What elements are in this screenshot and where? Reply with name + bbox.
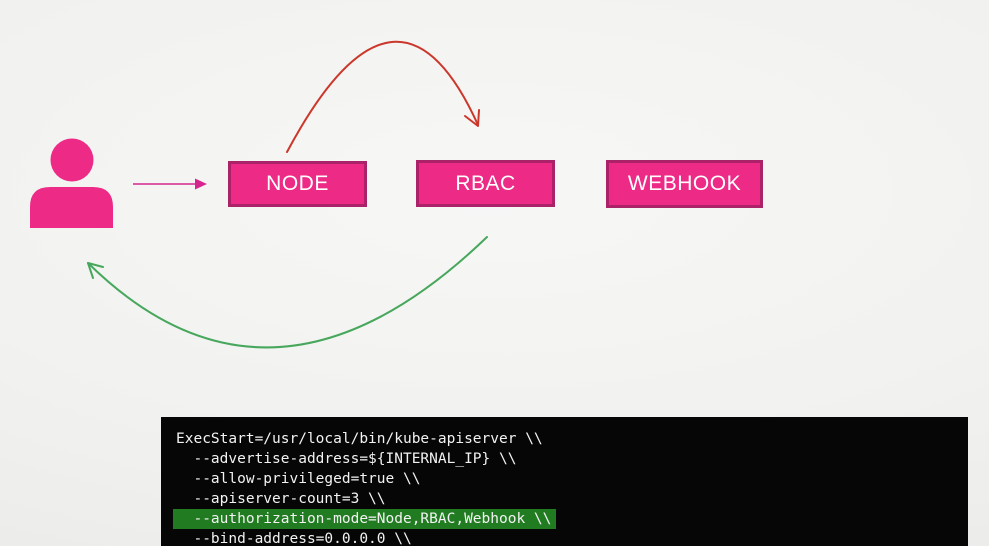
terminal-line-text: --authorization-mode=Node,RBAC,Webhook \… xyxy=(173,509,557,529)
terminal-line: --bind-address=0.0.0.0 \\ xyxy=(176,529,968,546)
terminal-line-text: --advertise-address=${INTERNAL_IP} \\ xyxy=(176,451,517,467)
node-box: NODE xyxy=(228,161,367,207)
webhook-box-label: WEBHOOK xyxy=(627,172,742,195)
user-to-node-arrow xyxy=(133,178,207,190)
terminal-line-text: --bind-address=0.0.0.0 \\ xyxy=(176,531,412,546)
rbac-box-label: RBAC xyxy=(455,171,516,195)
rbac-box: RBAC xyxy=(416,160,555,207)
terminal-line: --allow-privileged=true \\ xyxy=(176,469,968,489)
rbac-to-user-arrow xyxy=(87,236,488,349)
terminal-line: --apiserver-count=3 \\ xyxy=(176,489,968,509)
terminal-line: --advertise-address=${INTERNAL_IP} \\ xyxy=(176,449,968,469)
terminal-line-highlighted: --authorization-mode=Node,RBAC,Webhook \… xyxy=(173,509,968,529)
terminal-line-text: --allow-privileged=true \\ xyxy=(176,471,421,487)
terminal-panel: ExecStart=/usr/local/bin/kube-apiserver … xyxy=(161,417,968,546)
terminal-line-text: ExecStart=/usr/local/bin/kube-apiserver … xyxy=(176,431,543,447)
node-to-rbac-arrow xyxy=(286,40,480,153)
terminal-line: ExecStart=/usr/local/bin/kube-apiserver … xyxy=(176,429,968,449)
terminal-line-text: --apiserver-count=3 \\ xyxy=(176,491,386,507)
node-box-label: NODE xyxy=(266,172,329,195)
webhook-box: WEBHOOK xyxy=(606,160,763,208)
user-icon xyxy=(30,138,113,228)
